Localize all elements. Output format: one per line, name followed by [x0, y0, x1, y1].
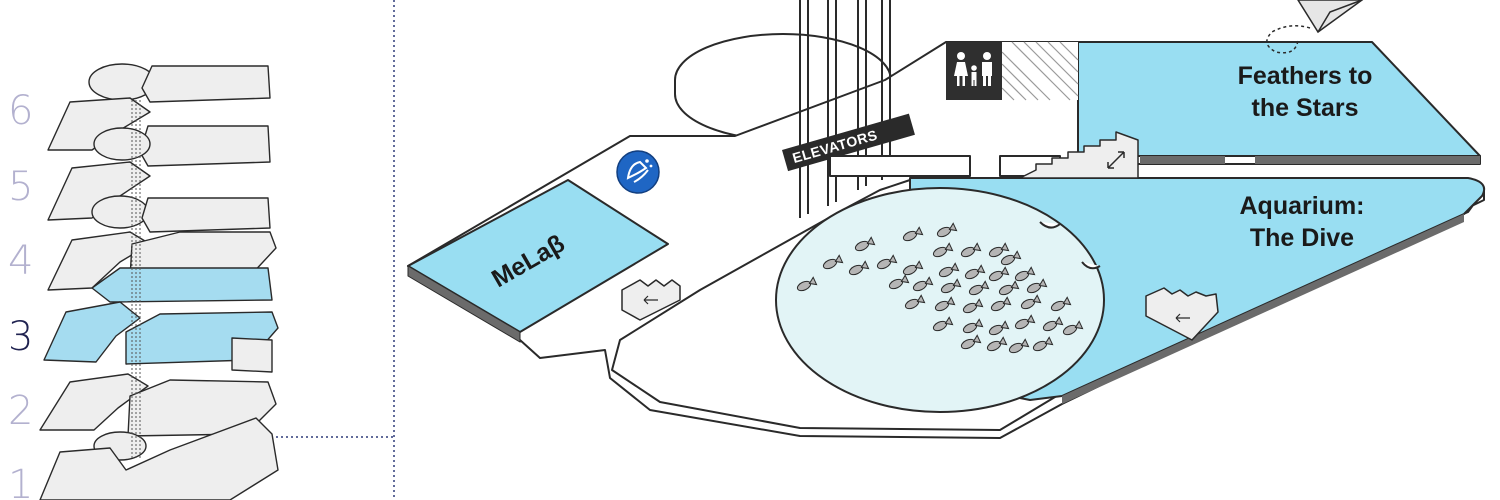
fish-icon — [1000, 250, 1022, 266]
stairs-icon[interactable] — [1019, 131, 1139, 179]
fish-icon — [936, 222, 958, 238]
zone-feathers-to-the-stars[interactable]: Feathers to the Stars — [1077, 41, 1481, 164]
fish-icon — [888, 274, 910, 290]
fish-icon — [964, 264, 986, 280]
fish-icon — [934, 296, 956, 312]
fish-icon — [1032, 336, 1054, 352]
corridor-walls — [829, 155, 1061, 177]
mini-floor-4[interactable] — [47, 195, 277, 291]
fish-icon — [938, 262, 960, 278]
fish-icon — [822, 254, 844, 270]
fish-icon — [902, 226, 924, 242]
fish-icon — [998, 280, 1020, 296]
floor-3-label[interactable]: 3 — [8, 314, 33, 360]
hand-washing-icon — [616, 150, 660, 194]
fish-icon — [940, 278, 962, 294]
fish-icon — [1026, 278, 1048, 294]
feathers-label-line2: the Stars — [1252, 94, 1359, 122]
mini-floor-2[interactable] — [39, 337, 277, 437]
stairs-icon[interactable] — [621, 279, 681, 321]
floor-2-label[interactable]: 2 — [8, 388, 33, 434]
fish-icon — [1014, 314, 1036, 330]
mini-floor-5[interactable] — [47, 125, 271, 221]
fish-icon — [1062, 320, 1084, 336]
fish-icon — [1042, 316, 1064, 332]
fish-icon — [848, 260, 870, 276]
aquarium-label-line1: Aquarium: — [1240, 192, 1365, 220]
fish-icon — [902, 260, 924, 276]
fish-icon — [988, 266, 1010, 282]
fish-icon — [960, 242, 982, 258]
fish-icon — [968, 280, 990, 296]
fish-icon — [1014, 266, 1036, 282]
floor-6-label[interactable]: 6 — [8, 88, 33, 134]
floor-selector: 6 5 4 3 2 1 — [8, 0, 395, 500]
fish-icon — [988, 320, 1010, 336]
fish-icon — [876, 254, 898, 270]
mini-floor-6[interactable] — [47, 63, 271, 151]
fish-icon — [1008, 338, 1030, 354]
fish-icon — [912, 276, 934, 292]
fish-icon — [932, 242, 954, 258]
fish-icon — [796, 276, 818, 292]
fish-icon — [960, 334, 982, 350]
hatched-area — [1001, 41, 1079, 101]
aquarium-label-line2: The Dive — [1250, 224, 1354, 252]
fish-icon — [962, 318, 984, 334]
feathers-label-line1: Feathers to — [1238, 62, 1373, 90]
elevator-shaft-lines — [131, 100, 141, 460]
mini-floor-1[interactable] — [39, 417, 279, 500]
stairs-icon[interactable] — [1145, 287, 1219, 341]
fish-school — [796, 222, 1084, 354]
floor-5-label[interactable]: 5 — [8, 164, 33, 210]
zone-mela[interactable]: MeLaβ — [407, 179, 669, 343]
aquarium-pool — [775, 187, 1105, 413]
fish-icon — [962, 298, 984, 314]
family-restroom-icon — [946, 42, 1002, 100]
fish-icon — [932, 316, 954, 332]
paper-plane-icon — [1266, 0, 1364, 54]
fish-icon — [990, 296, 1012, 312]
floor-1-label[interactable]: 1 — [8, 462, 33, 500]
floor-stack-illustration — [39, 63, 279, 500]
fish-icon — [854, 236, 876, 252]
fish-icon — [1020, 294, 1042, 310]
fish-icon — [1050, 296, 1072, 312]
floor-3-map: MeLaβ ELEVATORS — [407, 0, 1486, 439]
fish-icon — [986, 336, 1008, 352]
fish-icon — [904, 294, 926, 310]
floor-4-label[interactable]: 4 — [8, 238, 33, 284]
fish-icon — [988, 242, 1010, 258]
